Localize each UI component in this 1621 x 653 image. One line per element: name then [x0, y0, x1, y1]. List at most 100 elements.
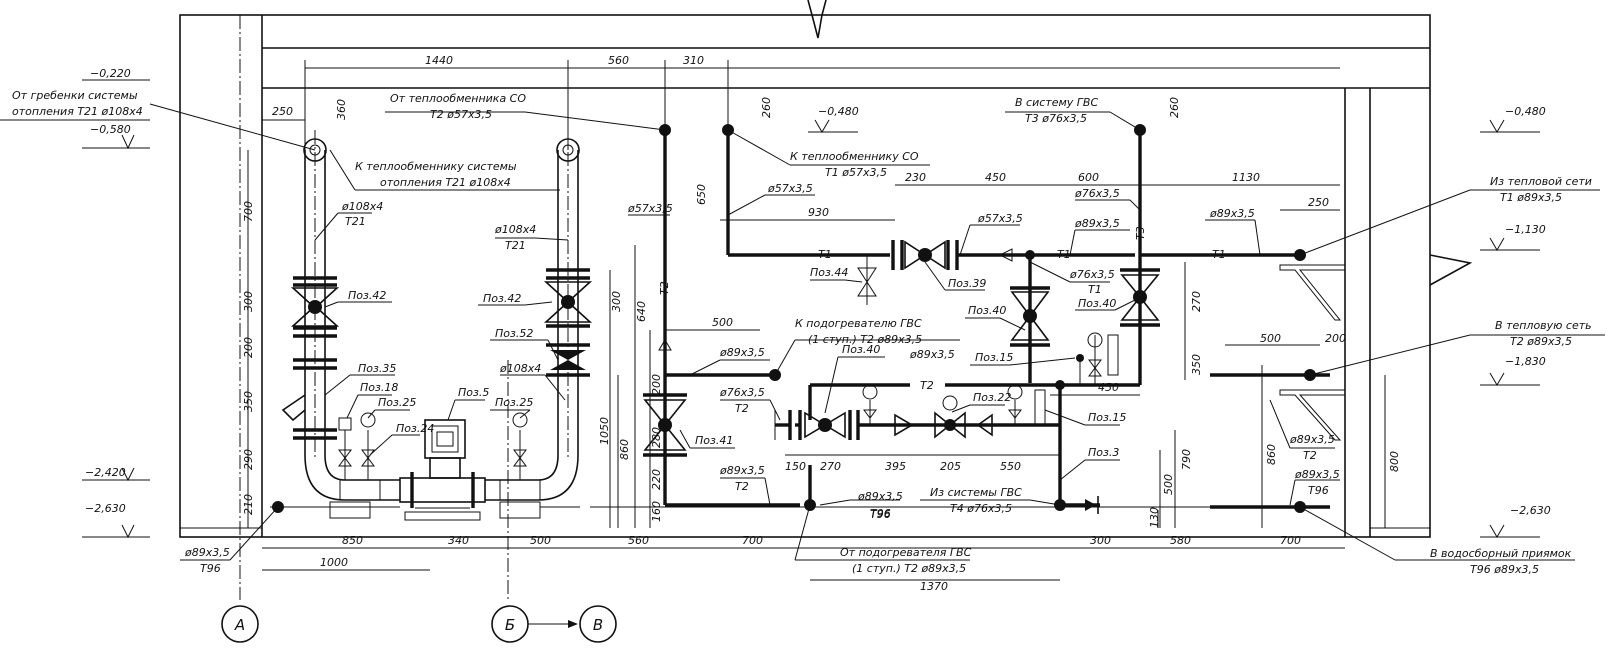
svg-text:Поз.24: Поз.24	[396, 422, 434, 435]
elevation-left-top: −0,220 −0,580	[82, 67, 150, 150]
svg-text:ø89х3,5: ø89х3,5	[719, 464, 765, 477]
svg-text:700: 700	[742, 534, 763, 547]
t21-left-riser	[281, 130, 400, 501]
svg-text:Поз.15: Поз.15	[975, 351, 1013, 364]
svg-text:Поз.40: Поз.40	[968, 304, 1006, 317]
label-from-hx-co: От теплообменника СО	[390, 92, 526, 105]
svg-text:Поз.41: Поз.41	[695, 434, 733, 447]
svg-text:Поз.44: Поз.44	[810, 266, 848, 279]
svg-text:ø89х3,5: ø89х3,5	[857, 490, 903, 503]
svg-text:200: 200	[1325, 332, 1346, 345]
elevation-right-2630: −2,630	[1480, 504, 1551, 538]
label-to-hx-co-2: Т1 ø57х3,5	[825, 166, 887, 179]
svg-text:640: 640	[635, 301, 648, 322]
svg-text:350: 350	[242, 391, 255, 412]
svg-text:Поз.15: Поз.15	[1088, 411, 1126, 424]
axis-v: В	[579, 605, 617, 643]
svg-text:290: 290	[242, 449, 255, 470]
svg-text:210: 210	[242, 494, 255, 515]
svg-text:700: 700	[242, 201, 255, 222]
svg-text:450: 450	[1098, 381, 1119, 394]
svg-text:1370: 1370	[920, 580, 948, 593]
svg-text:Поз.18: Поз.18	[360, 381, 398, 394]
svg-text:Т1: Т1	[1088, 283, 1102, 296]
axis-b: Б	[491, 605, 529, 643]
svg-text:580: 580	[1170, 534, 1191, 547]
svg-text:260: 260	[1168, 97, 1181, 118]
svg-text:ø76х3,5: ø76х3,5	[1074, 187, 1120, 200]
svg-text:ø76х3,5: ø76х3,5	[719, 386, 765, 399]
svg-text:ø57х3,5: ø57х3,5	[977, 212, 1023, 225]
svg-text:340: 340	[448, 534, 469, 547]
svg-text:200: 200	[242, 337, 255, 358]
pump	[329, 419, 541, 521]
label-from-heat-net: Из тепловой сети	[1490, 175, 1592, 188]
svg-text:Т1: Т1	[1057, 248, 1071, 261]
dimension-lines	[247, 60, 1386, 581]
svg-text:−2,630: −2,630	[1510, 504, 1551, 517]
label-to-hx-heating-2: отопления Т21 ø108х4	[380, 176, 511, 189]
svg-text:Т96: Т96	[870, 507, 891, 520]
svg-text:Т2: Т2	[658, 281, 671, 295]
svg-text:Т96: Т96	[200, 562, 221, 575]
label-to-dhw-2: Т3 ø76х3,5	[1025, 112, 1087, 125]
elevation-mid: −0,480	[808, 105, 859, 133]
svg-text:500: 500	[1260, 332, 1281, 345]
svg-text:800: 800	[1388, 451, 1401, 472]
pipe-tags: ø108х4 Т21 ø108х4 Т21 ø108х4 ø57х3,5 ø57…	[341, 182, 1340, 520]
svg-text:Поз.35: Поз.35	[358, 362, 396, 375]
svg-text:−0,580: −0,580	[90, 123, 131, 136]
svg-text:150: 150	[785, 460, 806, 473]
svg-text:−2,630: −2,630	[85, 502, 126, 515]
label-from-branch-2: отопления Т21 ø108х4	[12, 105, 143, 118]
t96-drain: Т96	[270, 501, 1330, 521]
svg-text:−0,220: −0,220	[90, 67, 131, 80]
callout-labels: От гребенки системы отопления Т21 ø108х4…	[12, 89, 1592, 576]
svg-text:220: 220	[650, 469, 663, 490]
svg-text:Т96: Т96	[1308, 484, 1329, 497]
svg-text:Т21: Т21	[345, 215, 366, 228]
svg-text:Поз.52: Поз.52	[495, 327, 533, 340]
label-from-dhw-system: Из системы ГВС	[930, 486, 1022, 499]
svg-text:130: 130	[1148, 507, 1161, 528]
svg-text:850: 850	[342, 534, 363, 547]
svg-text:280: 280	[650, 427, 663, 448]
svg-text:Б: Б	[505, 616, 515, 634]
svg-text:−0,480: −0,480	[1505, 105, 1546, 118]
svg-text:ø108х4: ø108х4	[494, 223, 536, 236]
svg-text:ø89х3,5: ø89х3,5	[1289, 433, 1335, 446]
label-to-hx-heating: К теплообменнику системы	[355, 160, 517, 173]
svg-text:160: 160	[650, 501, 663, 522]
svg-text:1000: 1000	[320, 556, 348, 569]
right-supply-return	[1210, 264, 1346, 441]
label-to-heater-dhw: К подогревателю ГВС	[795, 317, 922, 330]
svg-text:500: 500	[1162, 474, 1175, 495]
svg-text:300: 300	[610, 291, 623, 312]
svg-text:860: 860	[618, 439, 631, 460]
svg-text:−1,830: −1,830	[1505, 355, 1546, 368]
svg-text:250: 250	[272, 105, 293, 118]
svg-text:500: 500	[712, 316, 733, 329]
label-to-drain-pit-2: Т96 ø89х3,5	[1470, 563, 1539, 576]
svg-text:310: 310	[683, 54, 704, 67]
svg-text:Т21: Т21	[505, 239, 526, 252]
svg-text:560: 560	[608, 54, 629, 67]
svg-text:Поз.42: Поз.42	[483, 292, 521, 305]
svg-text:500: 500	[530, 534, 551, 547]
svg-text:600: 600	[1078, 171, 1099, 184]
svg-text:260: 260	[760, 97, 773, 118]
svg-text:930: 930	[808, 206, 829, 219]
leaders	[0, 103, 1605, 561]
dimension-texts: 1440 560 310 250 360 260 260 650 930 230…	[242, 54, 1401, 593]
svg-text:Поз.5: Поз.5	[458, 386, 489, 399]
svg-text:790: 790	[1180, 449, 1193, 470]
svg-text:−1,130: −1,130	[1505, 223, 1546, 236]
svg-text:−2,420: −2,420	[85, 466, 126, 479]
svg-text:270: 270	[820, 460, 841, 473]
label-to-dhw: В систему ГВС	[1015, 96, 1098, 109]
svg-text:200: 200	[650, 374, 663, 395]
t3-line: Т3	[1055, 124, 1160, 390]
svg-text:270: 270	[1190, 291, 1203, 312]
svg-text:ø89х3,5: ø89х3,5	[909, 348, 955, 361]
